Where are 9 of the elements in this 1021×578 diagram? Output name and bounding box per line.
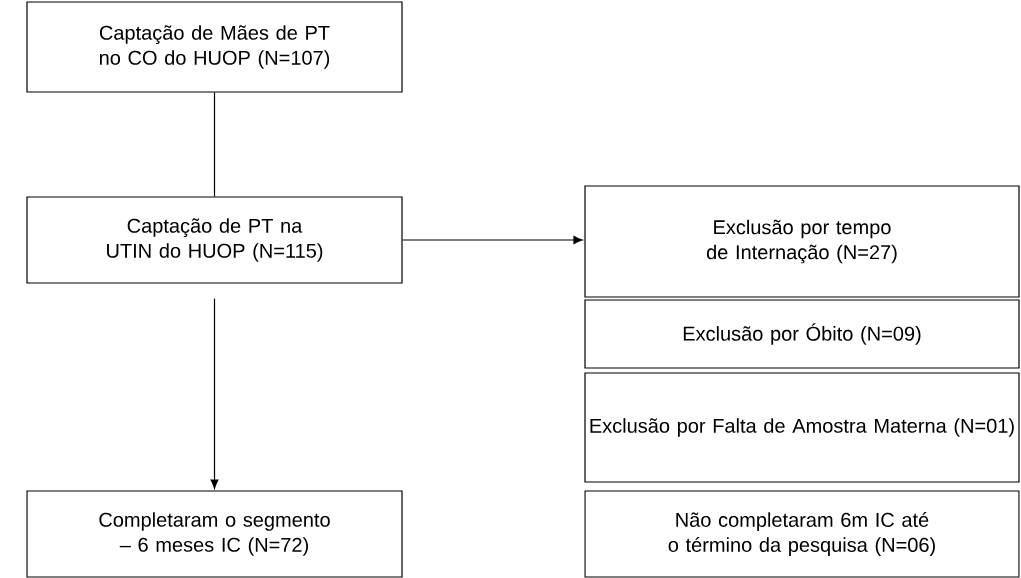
process-box: Não completaram 6m IC até o término da pesquisa (N=06) — [584, 490, 1020, 578]
process-box: Exclusão por tempo de Internação (N=27) — [584, 185, 1020, 298]
process-box: Completaram o segmento – 6 meses IC (N=72) — [26, 490, 403, 578]
arrow — [402, 236, 583, 244]
process-box: Captação de Mães de PT no CO do HUOP (N=107) — [26, 1, 403, 93]
arrow — [210, 298, 219, 489]
process-box: Exclusão por Falta de Amostra Materna (N=01) — [584, 372, 1020, 483]
process-box: Exclusão por Óbito (N=09) — [584, 299, 1020, 369]
process-box: Captação de PT na UTIN do HUOP (N=115) — [26, 196, 403, 284]
